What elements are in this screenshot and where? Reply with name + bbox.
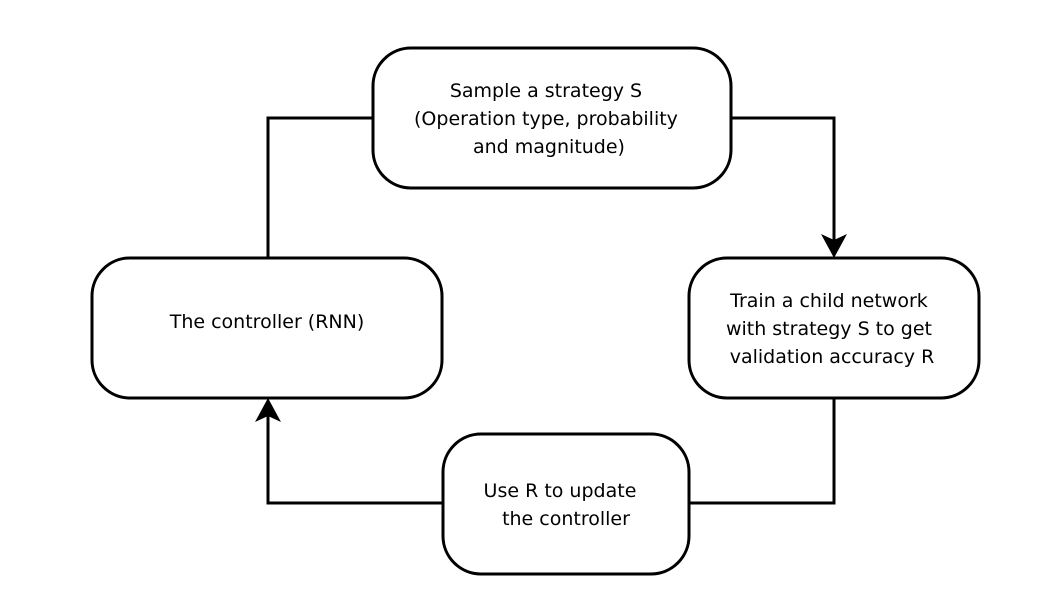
node-sample-line-1: Sample a strategy S (450, 80, 642, 102)
connector-controller-to-sample (266, 116, 373, 258)
svg-text:Train a child network wi: Train a child network with strategy S to… (726, 290, 938, 368)
arrowhead-to-controller (255, 398, 281, 422)
node-update-controller: Use R to update the controller (441, 432, 691, 576)
node-train-child-network: Train a child network with strategy S to… (687, 256, 981, 400)
node-controller: The controller (RNN) (90, 256, 444, 400)
svg-text:Sample a strategy S (Ope: Sample a strategy S (Operation type, pro… (414, 80, 684, 158)
node-sample-line-2: (Operation type, probability (414, 108, 678, 130)
node-controller-line-1: The controller (RNN) (169, 311, 365, 333)
node-train-line-1: Train a child network (729, 290, 928, 312)
svg-text:Use R to update the cont: Use R to update the controller (484, 480, 643, 530)
connector-sample-to-train (731, 116, 836, 244)
node-train-line-2: with strategy S to get (726, 318, 932, 340)
connector-train-to-update (689, 398, 836, 505)
node-train-line-3: validation accuracy R (730, 346, 935, 368)
node-sample-strategy: Sample a strategy S (Operation type, pro… (371, 46, 733, 190)
connector-update-to-controller (266, 412, 443, 505)
node-update-line-1: Use R to update (484, 480, 637, 502)
svg-text:The controller (RNN): The controller (RNN) (169, 311, 365, 333)
arrowhead-to-train (821, 234, 847, 258)
node-update-line-2: the controller (502, 508, 630, 530)
node-sample-line-3: and magnitude) (473, 136, 625, 158)
